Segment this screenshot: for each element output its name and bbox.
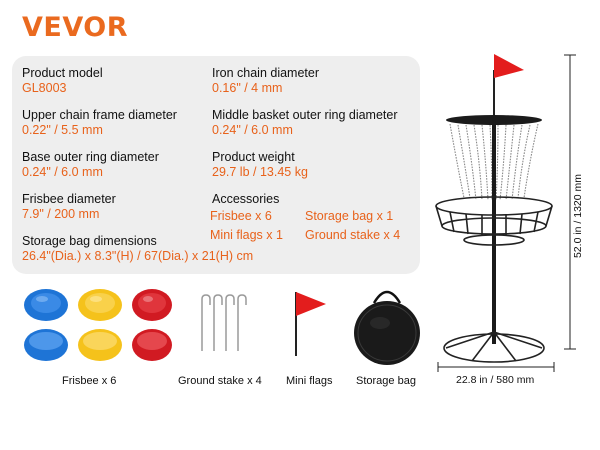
frisbee-icon [24,289,68,321]
spec-value: 26.4"(Dia.) x 8.3"(H) / 67(Dia.) x 21(H)… [22,249,254,263]
ground-stake-icon [237,294,247,351]
mini-flags-caption: Mini flags [286,375,333,387]
ground-stake-image [201,294,247,351]
frisbee-icon [132,289,172,321]
spec-storage-bag-dimensions: Storage bag dimensions 26.4"(Dia.) x 8.3… [22,234,253,264]
spec-label: Frisbee diameter [22,192,116,206]
spec-value: 29.7 lb / 13.45 kg [212,165,308,179]
spec-value: 7.9" / 200 mm [22,207,100,221]
spec-label: Upper chain frame diameter [22,108,177,122]
spec-value: 0.16" / 4 mm [212,81,283,95]
storage-bag-icon [354,301,420,365]
accessory-item: Frisbee x 6 [210,209,272,223]
mini-flag-image [295,292,326,356]
frisbee-set-image [24,289,172,361]
ground-stake-icon [225,294,235,351]
brand-logo: VEVOR [22,12,129,43]
basket-flag-icon [494,54,524,78]
spec-product-weight: Product weight 29.7 lb / 13.45 kg [212,150,308,180]
accessory-item: Ground stake x 4 [305,228,401,242]
spec-frisbee-diameter: Frisbee diameter 7.9" / 200 mm [22,192,116,222]
height-dimension-line [564,54,576,350]
frisbee-icon [78,329,122,361]
disc-golf-basket-image [435,54,553,363]
frisbee-icon [132,329,172,361]
flag-icon [296,292,326,316]
spec-label: Base outer ring diameter [22,150,159,164]
basket-cage [435,196,553,246]
ground-stake-caption: Ground stake x 4 [178,375,262,387]
ground-stake-icon [201,294,211,351]
spec-label: Product weight [212,150,295,164]
spec-product-model: Product model GL8003 [22,66,103,96]
basket-base [443,331,545,363]
storage-bag-image [354,290,420,365]
spec-label: Accessories [212,192,280,206]
frisbee-icon [24,329,68,361]
spec-card: Product model GL8003 Iron chain diameter… [12,56,420,274]
frisbee-icon [78,289,122,321]
spec-upper-chain-frame-diameter: Upper chain frame diameter 0.22" / 5.5 m… [22,108,177,138]
spec-label: Middle basket outer ring diameter [212,108,398,122]
spec-value: 0.24" / 6.0 mm [22,165,103,179]
ground-stake-icon [213,294,223,351]
bag-handle [372,290,402,304]
storage-bag-caption: Storage bag [356,375,416,387]
height-dimension-label: 52.0 in / 1320 mm [572,173,584,259]
spec-label: Product model [22,66,103,80]
chain-assembly [449,123,539,201]
spec-label: Iron chain diameter [212,66,320,80]
width-dimension-label: 22.8 in / 580 mm [456,374,535,386]
spec-value: GL8003 [22,81,67,95]
spec-iron-chain-diameter: Iron chain diameter 0.16" / 4 mm [212,66,319,96]
accessory-item: Storage bag x 1 [305,209,394,223]
frisbee-caption: Frisbee x 6 [62,375,117,387]
spec-base-outer-ring-diameter: Base outer ring diameter 0.24" / 6.0 mm [22,150,159,180]
spec-value: 0.24" / 6.0 mm [212,123,293,137]
spec-accessories: Accessories [212,192,279,207]
spec-label: Storage bag dimensions [22,234,157,248]
width-dimension-line [437,362,555,372]
spec-value: 0.22" / 5.5 mm [22,123,103,137]
accessory-item: Mini flags x 1 [210,228,283,242]
spec-middle-basket-outer-ring-diameter: Middle basket outer ring diameter 0.24" … [212,108,398,138]
